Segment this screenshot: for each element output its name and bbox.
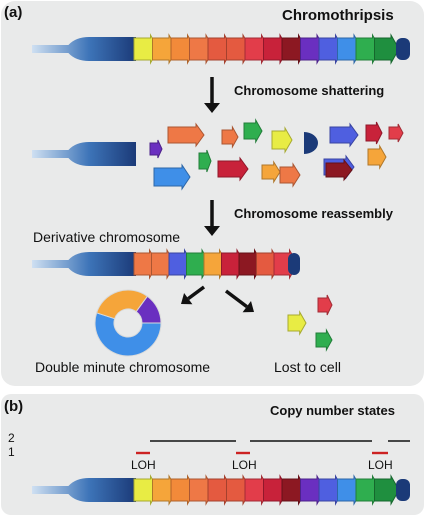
diagonal-arrow-icon <box>224 289 248 309</box>
double-minute-label: Double minute chromosome <box>35 359 211 375</box>
panel-a-title: Chromothripsis <box>282 7 394 24</box>
segment-arrow-icon <box>217 156 249 182</box>
ring-chromosome-icon <box>135 295 162 324</box>
segment-arrow-icon <box>365 121 383 145</box>
copy-number-2-label: 2 <box>8 431 15 445</box>
segment-arrow-icon <box>388 123 404 143</box>
ring-chromosome-icon <box>94 312 162 357</box>
lost-to-cell-label: Lost to cell <box>274 359 341 375</box>
segment-arrow-icon <box>198 149 212 173</box>
diagonal-arrow-icon <box>242 301 254 313</box>
loh-label-1: LOH <box>131 458 156 472</box>
down-arrow-icon <box>204 226 220 236</box>
segment-arrow-icon <box>317 294 333 316</box>
segment-arrow-icon <box>367 144 387 170</box>
panel-a-label: (a) <box>4 4 23 21</box>
segment-arrow-icon <box>261 160 281 184</box>
segment-arrow-icon <box>243 118 263 144</box>
segment-arrow-icon <box>329 122 359 148</box>
segment-arrow-icon <box>374 33 400 65</box>
segment-arrow-icon <box>167 122 205 148</box>
chromosome-arm-fragment <box>32 142 136 166</box>
panel-b-chromosome-end-cap <box>396 479 410 501</box>
panel-b-label: (b) <box>4 398 24 415</box>
segment-arrow-icon <box>315 328 333 352</box>
segment-arrow-icon <box>149 139 163 159</box>
loh-label-3: LOH <box>368 458 393 472</box>
segment-arrow-icon <box>153 163 191 191</box>
panel-a-background <box>1 1 424 386</box>
step-shattering-label: Chromosome shattering <box>234 83 385 98</box>
segment-arrow-icon <box>374 474 400 506</box>
panel-b-chromosome-arm <box>32 478 136 502</box>
centromere-fragment <box>304 132 318 154</box>
segment-arrow-icon <box>271 126 293 154</box>
panel-b-title: Copy number states <box>270 403 395 418</box>
segment-arrow-icon <box>325 158 353 182</box>
chromosome-end-cap <box>396 38 410 60</box>
segment-arrow-icon <box>279 162 301 188</box>
down-arrow-icon <box>204 103 220 113</box>
diagonal-arrow-icon <box>187 285 206 301</box>
copy-number-1-label: 1 <box>8 445 15 459</box>
segment-arrow-icon <box>221 125 239 149</box>
derivative-end-cap <box>288 253 300 275</box>
derivative-chromosome-arm <box>32 252 136 276</box>
segment-arrow-icon <box>287 310 307 336</box>
diagonal-arrow-icon <box>181 293 193 305</box>
derivative-chromosome-label: Derivative chromosome <box>33 229 181 245</box>
step-reassembly-label: Chromosome reassembly <box>234 206 393 221</box>
chromosome-arm <box>32 37 136 61</box>
loh-label-2: LOH <box>232 458 257 472</box>
